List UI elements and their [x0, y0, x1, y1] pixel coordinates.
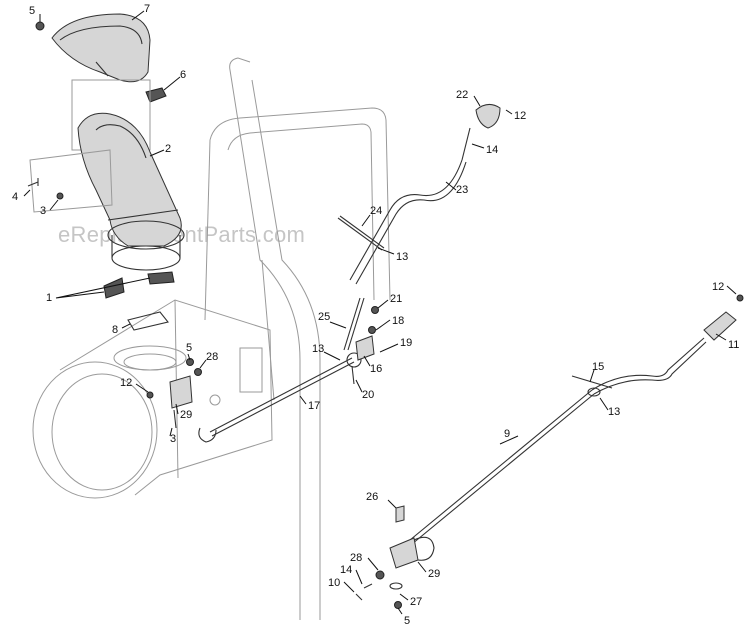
callout-label: 5 [29, 5, 35, 17]
callout-label: 6 [180, 69, 186, 81]
callout-label: 3 [40, 205, 46, 217]
mid-linkage [343, 297, 379, 385]
callout-label: 15 [592, 361, 604, 373]
callout-label: 5 [186, 342, 192, 354]
callout-label: 23 [456, 184, 468, 196]
chute-deflector [51, 13, 151, 83]
callout-label: 21 [390, 293, 402, 305]
callout-label: 28 [206, 351, 218, 363]
leader-lines [23, 10, 737, 615]
callout-label: 12 [712, 281, 724, 293]
lower-bracket-assembly [355, 505, 435, 609]
upper-control-rod [337, 104, 501, 285]
discharge-chute [29, 79, 185, 271]
callout-label: 13 [312, 343, 324, 355]
machine-frame [204, 57, 391, 620]
callout-label: 10 [328, 577, 340, 589]
callout-label: 17 [308, 400, 320, 412]
callout-label: 13 [396, 251, 408, 263]
callout-label: 25 [318, 311, 330, 323]
callout-label: 5 [404, 615, 410, 627]
auger-housing [32, 299, 273, 499]
callout-label: 26 [366, 491, 378, 503]
callout-label: 12 [120, 377, 132, 389]
callout-label: 9 [504, 428, 510, 440]
callout-label: 29 [428, 568, 440, 580]
callout-label: 3 [170, 433, 176, 445]
callout-label: 14 [340, 564, 352, 576]
callout-labels: 5 7 6 2 4 3 1 8 22 12 14 23 24 13 21 25 … [12, 3, 739, 627]
callout-label: 16 [370, 363, 382, 375]
hardware [27, 21, 202, 429]
callout-label: 24 [370, 205, 382, 217]
callout-label: 8 [112, 324, 118, 336]
callout-label: 1 [46, 292, 52, 304]
callout-label: 18 [392, 315, 404, 327]
handle-grip [703, 294, 744, 341]
callout-label: 28 [350, 552, 362, 564]
callout-label: 14 [486, 144, 498, 156]
callout-label: 20 [362, 389, 374, 401]
callout-label: 13 [608, 406, 620, 418]
callout-label: 2 [165, 143, 171, 155]
lower-control-rod [409, 337, 707, 545]
callout-label: 7 [144, 3, 150, 15]
chute-crank-rod [198, 352, 362, 443]
callout-label: 19 [400, 337, 412, 349]
callout-label: 4 [12, 191, 18, 203]
callout-label: 11 [728, 339, 739, 351]
deflector-knob [145, 87, 167, 103]
callout-label: 12 [514, 110, 526, 122]
callout-label: 27 [410, 596, 422, 608]
callout-label: 29 [180, 409, 192, 421]
callout-label: 22 [456, 89, 468, 101]
